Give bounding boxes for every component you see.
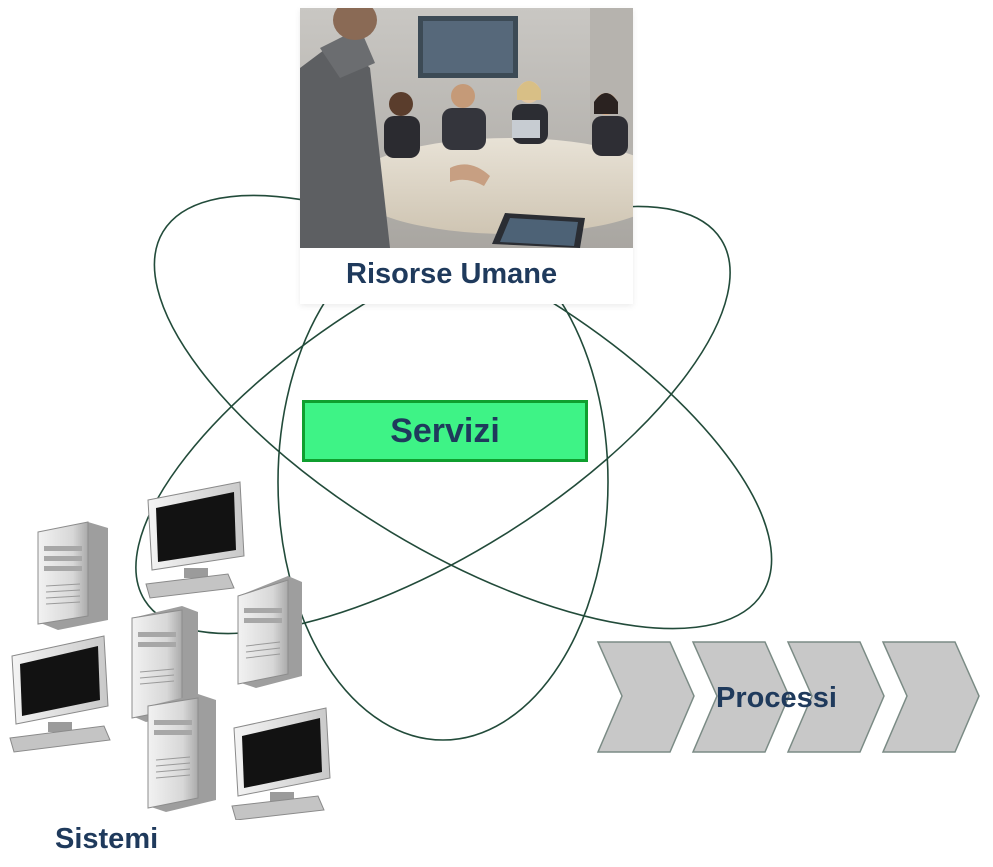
- meeting-photo: [300, 8, 633, 248]
- monitor-1-icon: [145, 481, 245, 599]
- process-step-1: [596, 641, 695, 753]
- server-tower-3-icon: [131, 606, 198, 722]
- services-label: Servizi: [390, 411, 500, 450]
- processes-label: Processi: [716, 682, 837, 714]
- orbit-ellipse-ascending: [135, 205, 731, 635]
- server-tower-4-icon: [147, 694, 216, 812]
- process-chevrons: [596, 641, 980, 753]
- monitor-2-icon: [9, 635, 111, 753]
- human-resources-card: [300, 8, 633, 304]
- process-step-4: [881, 641, 980, 753]
- systems-computers: [9, 481, 331, 820]
- human-resources-label: Risorse Umane: [346, 258, 558, 290]
- server-tower-2-icon: [237, 576, 302, 688]
- monitor-3-icon: [231, 707, 331, 820]
- process-step-2: [691, 641, 790, 753]
- server-tower-1-icon: [37, 521, 108, 630]
- systems-label: Sistemi: [55, 823, 159, 855]
- process-step-3: [786, 641, 885, 753]
- services-box: Servizi: [302, 400, 588, 462]
